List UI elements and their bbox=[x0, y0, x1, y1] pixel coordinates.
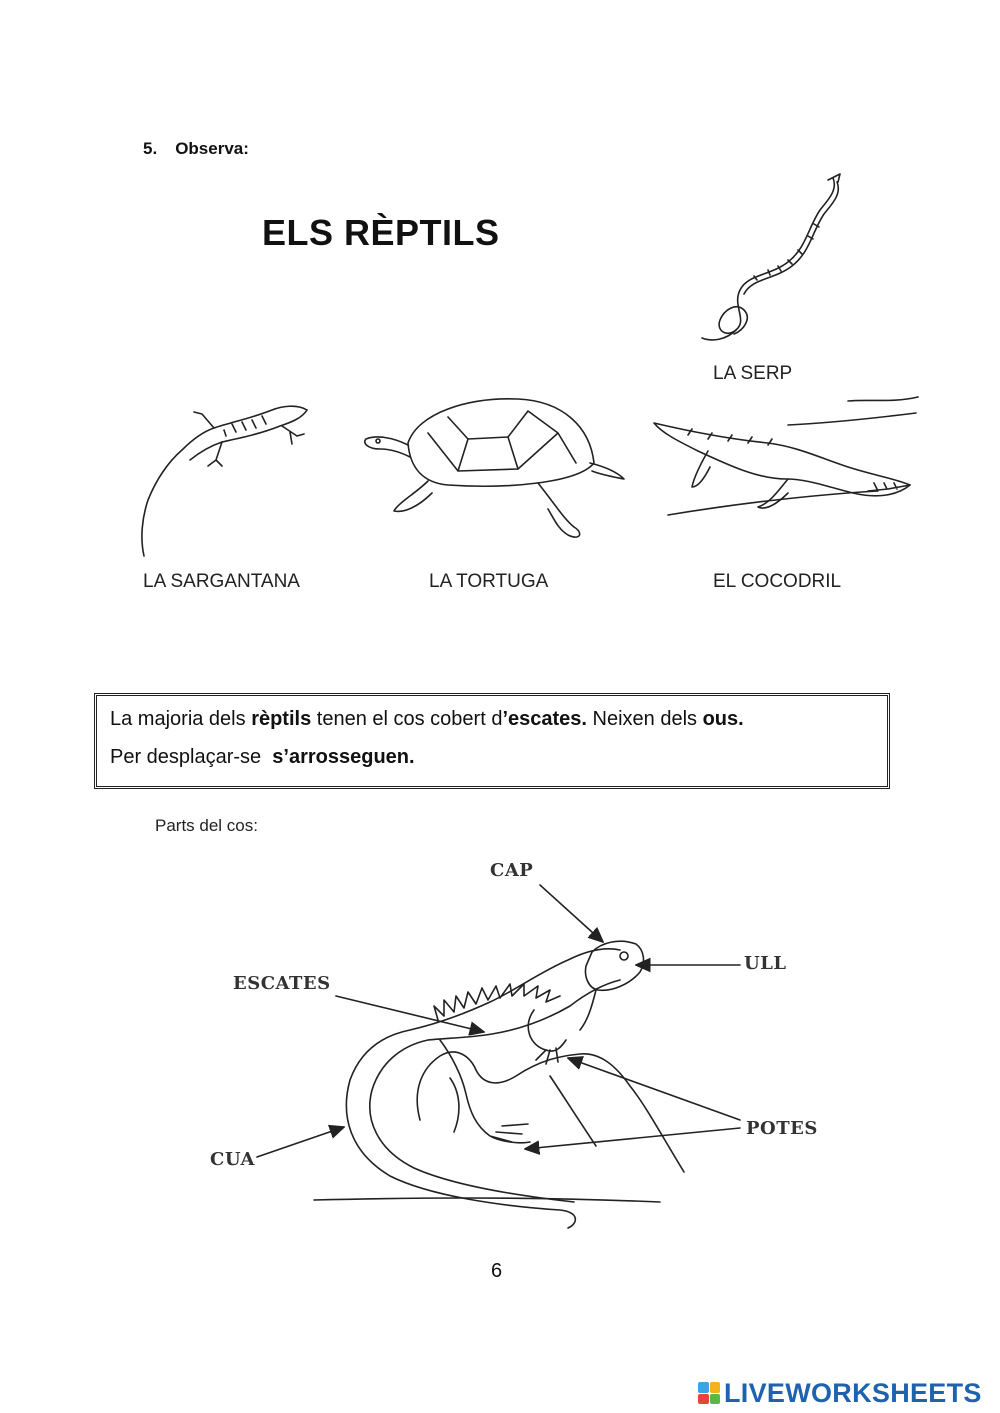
arrow-escates bbox=[335, 995, 485, 1032]
info-box: La majoria dels rèptils tenen el cos cob… bbox=[94, 693, 890, 789]
arrow-cap bbox=[539, 884, 604, 943]
info-text: Per desplaçar-se bbox=[110, 746, 273, 768]
arrow-potes-hind bbox=[524, 1127, 741, 1149]
caption-serp: LA SERP bbox=[713, 363, 793, 384]
liveworksheets-mark-icon bbox=[698, 1382, 720, 1404]
exercise-heading: 5. Observa: bbox=[143, 139, 249, 159]
diagram-label-ull: ULL bbox=[744, 953, 787, 974]
info-bold-escates: ’escates. bbox=[502, 708, 587, 730]
caption-cocodril: EL COCODRIL bbox=[713, 571, 842, 592]
caption-sargantana: LA SARGANTANA bbox=[143, 571, 300, 592]
snake-illustration bbox=[701, 173, 841, 341]
exercise-number: 5. bbox=[143, 139, 158, 158]
iguana-diagram bbox=[313, 940, 685, 1229]
brand-name: LIVEWORKSHEETS bbox=[724, 1377, 982, 1408]
liveworksheets-logo: LIVEWORKSHEETS bbox=[698, 1378, 982, 1408]
page-number: 6 bbox=[491, 1260, 503, 1282]
lizard-illustration bbox=[141, 405, 308, 557]
crocodile-illustration bbox=[653, 396, 919, 516]
info-bold-arrosseguen: s’arrosseguen. bbox=[272, 746, 415, 768]
info-text: La majoria dels bbox=[110, 708, 252, 730]
arrow-potes-front bbox=[567, 1058, 741, 1121]
exercise-instruction: Observa: bbox=[175, 139, 249, 158]
page-title: ELS RÈPTILS bbox=[262, 212, 500, 253]
diagram-label-escates: ESCATES bbox=[233, 973, 331, 994]
info-bold-reptils: rèptils bbox=[251, 708, 312, 730]
parts-heading: Parts del cos: bbox=[155, 816, 258, 835]
info-bold-ous: ous. bbox=[702, 708, 744, 730]
turtle-illustration bbox=[364, 398, 625, 538]
arrow-cua bbox=[256, 1127, 345, 1158]
info-text: tenen el cos cobert d bbox=[311, 708, 503, 730]
info-text: Neixen dels bbox=[586, 708, 703, 730]
diagram-label-cap: CAP bbox=[490, 860, 534, 881]
diagram-label-cua: CUA bbox=[210, 1149, 255, 1170]
caption-tortuga: LA TORTUGA bbox=[429, 571, 549, 592]
diagram-label-potes: POTES bbox=[746, 1118, 818, 1139]
info-line-1: La majoria dels rèptils tenen el cos cob… bbox=[110, 708, 744, 731]
info-line-2: Per desplaçar-se s’arrosseguen. bbox=[110, 746, 415, 769]
